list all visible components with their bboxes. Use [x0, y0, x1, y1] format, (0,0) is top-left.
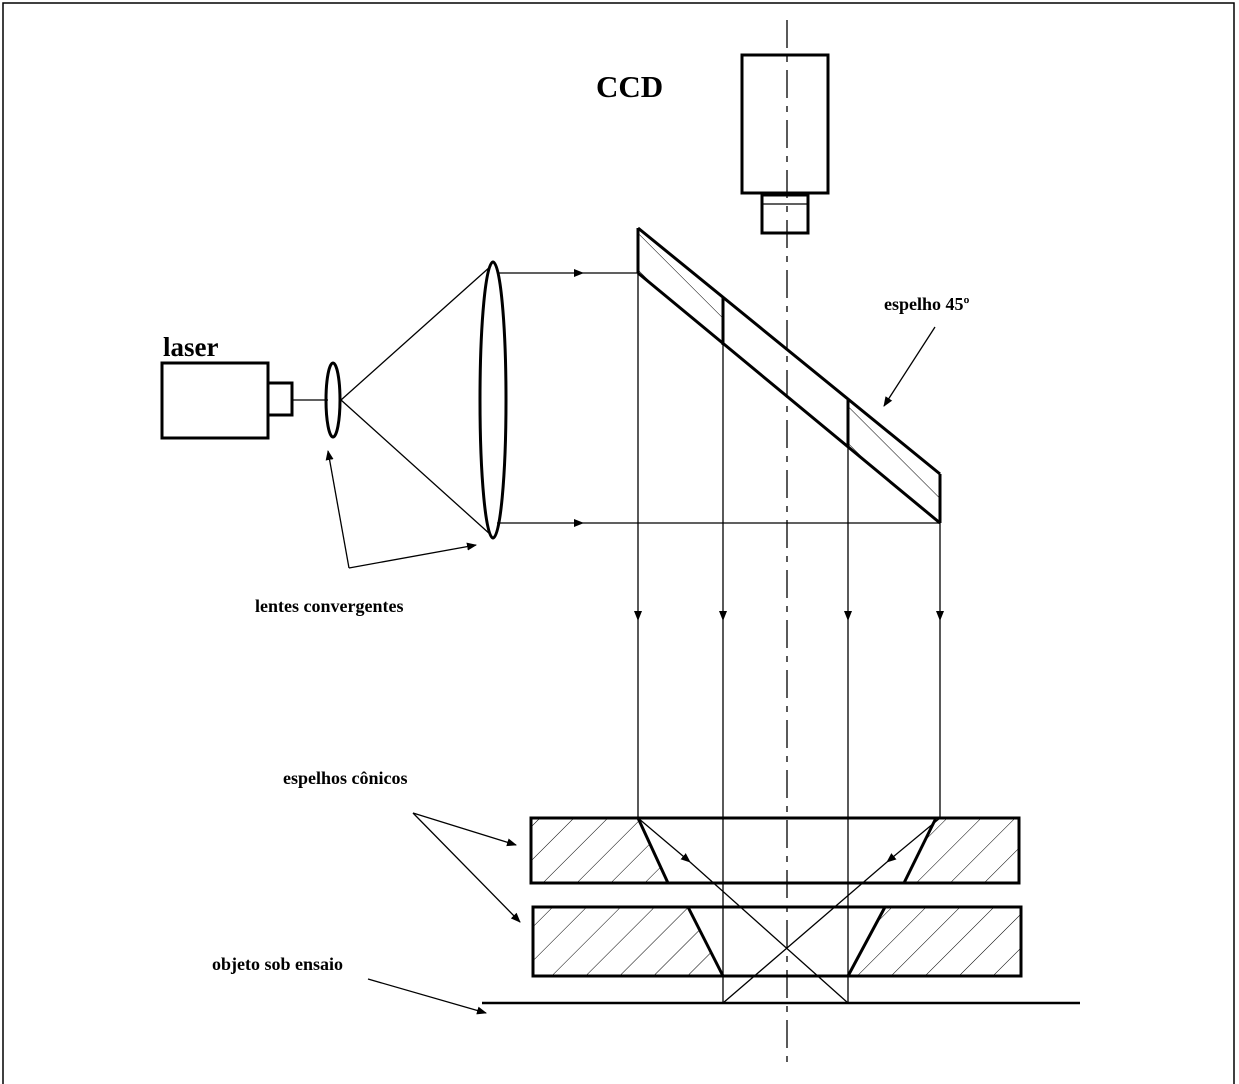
small-lens — [324, 361, 342, 439]
conical-mirrors-label: espelhos cônicos — [283, 768, 408, 788]
leader-lines — [325, 326, 936, 1015]
vertical-beams — [634, 273, 944, 1003]
upper-conical-mirror — [529, 816, 1021, 885]
reflected-rays — [637, 817, 941, 1004]
ccd-camera — [740, 53, 830, 235]
lenses-label: lentes convergentes — [255, 596, 403, 616]
test-object-label: objeto sob ensaio — [212, 954, 343, 974]
mirror-45-degree — [636, 226, 942, 525]
mirror-45-label: espelho 45º — [884, 294, 970, 314]
lower-conical-mirror — [531, 905, 1023, 978]
ccd-label: CCD — [596, 69, 663, 104]
laser-label: laser — [163, 332, 218, 362]
beam-diverge-top — [340, 265, 492, 401]
beam-diverge-bottom — [340, 399, 492, 536]
laser-source — [160, 361, 328, 440]
large-lens — [478, 260, 508, 540]
